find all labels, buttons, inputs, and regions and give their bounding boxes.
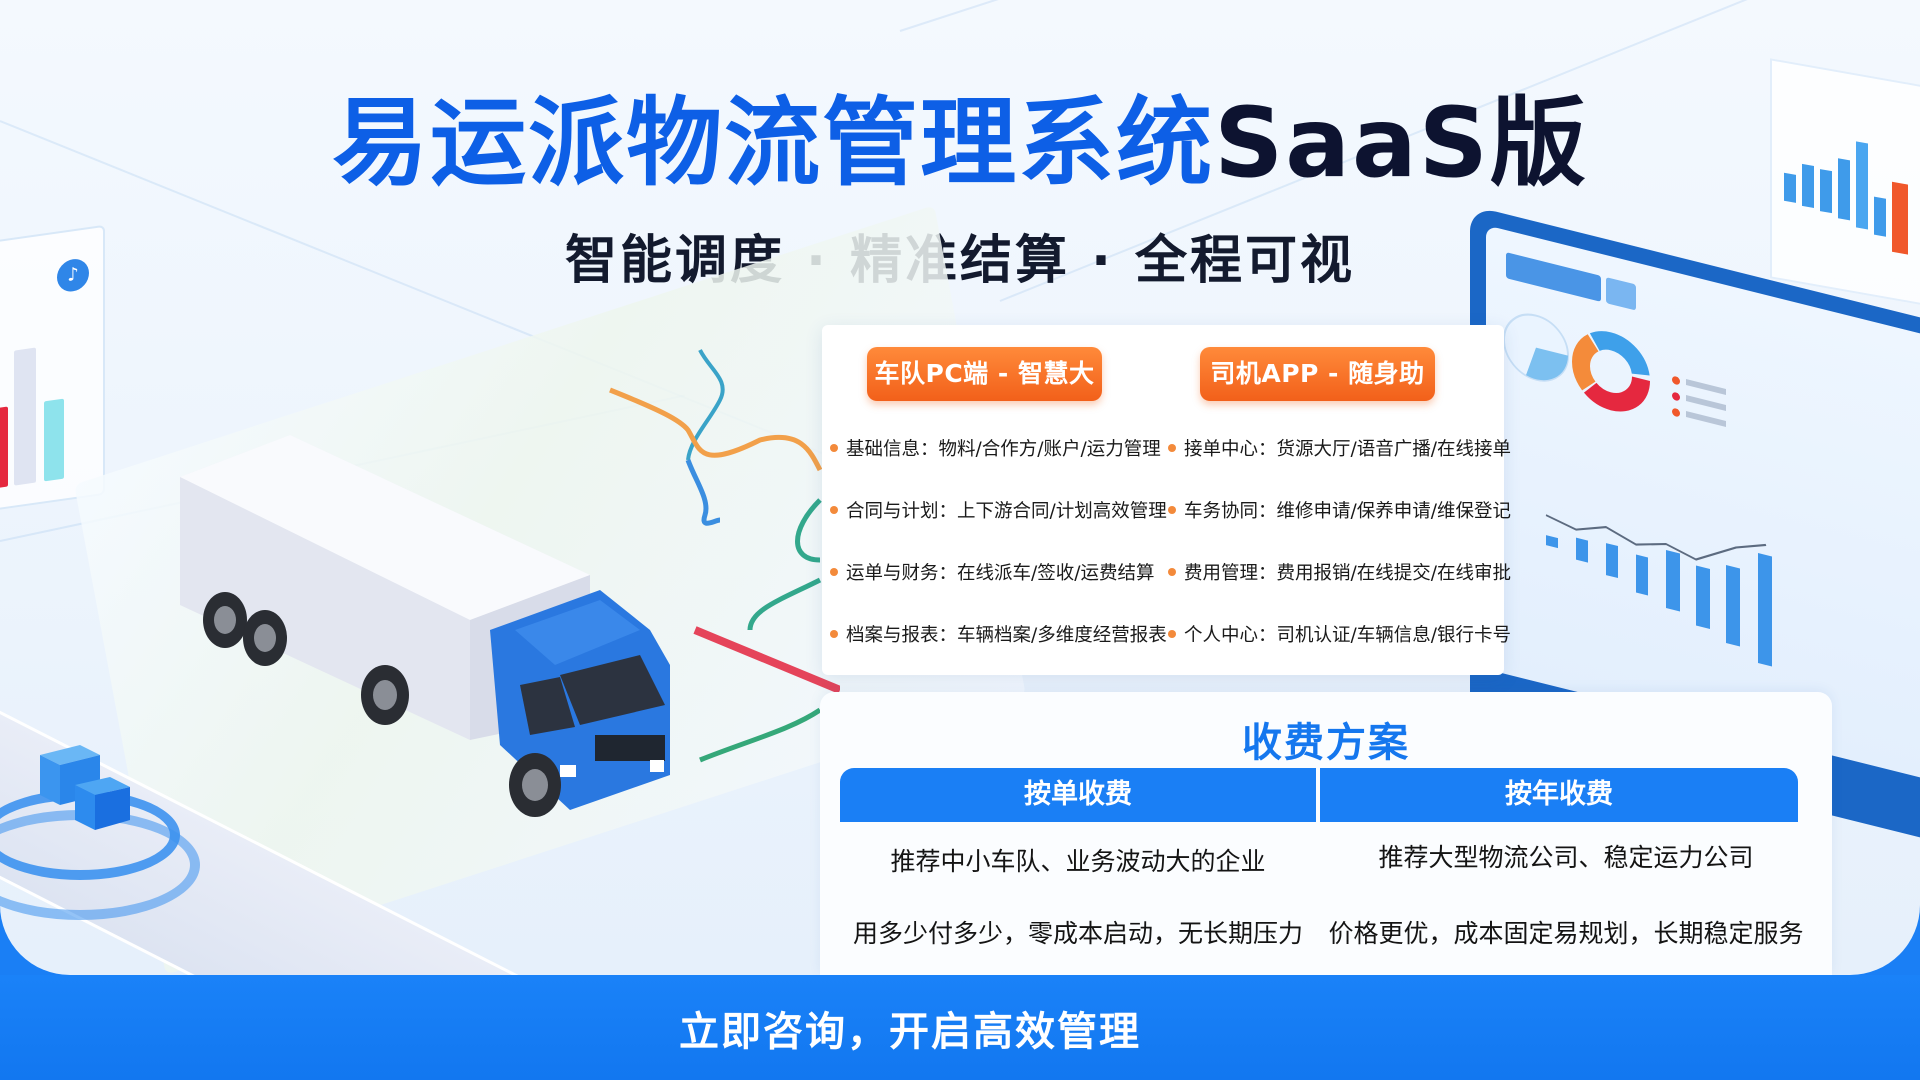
feature-item: 合同与计划：上下游合同/计划高效管理 bbox=[830, 479, 1170, 541]
feature-item: 基础信息：物料/合作方/账户/运力管理 bbox=[830, 417, 1170, 479]
plan-per-order-header: 按单收费 bbox=[840, 768, 1316, 822]
fleet-pc-feature-list: 基础信息：物料/合作方/账户/运力管理 合同与计划：上下游合同/计划高效管理 运… bbox=[830, 417, 1170, 665]
feature-item: 费用管理：费用报销/在线提交/在线审批 bbox=[1168, 541, 1511, 603]
page-title: 易运派物流管理系统SaaS版 bbox=[0, 95, 1920, 191]
cta-label: 立即咨询，开启高效管理 bbox=[679, 1009, 1141, 1055]
bullet-dot-icon bbox=[1168, 506, 1176, 514]
dashboard-screen bbox=[1486, 225, 1920, 781]
chart-badge-icon: ♪ bbox=[57, 257, 89, 294]
pricing-title: 收费方案 bbox=[1242, 720, 1410, 766]
chart-bar bbox=[44, 398, 64, 482]
fleet-pc-badge: 车队PC端 - 智慧大脑 bbox=[867, 347, 1102, 442]
dashboard-charts-icon bbox=[1503, 313, 1772, 667]
grid-line bbox=[899, 0, 1757, 32]
page-subtitle: 智能调度 · 精准结算 · 全程可视 bbox=[565, 231, 1355, 291]
title-edition: SaaS版 bbox=[1214, 87, 1588, 199]
feature-item: 个人中心：司机认证/车辆信息/银行卡号 bbox=[1168, 603, 1511, 665]
feature-item: 运单与财务：在线派车/签收/运费结算 bbox=[830, 541, 1170, 603]
bar-chart-board-illustration: ♪ bbox=[0, 224, 105, 516]
plan-annual-audience: 推荐大型物流公司、稳定运力公司 bbox=[1378, 843, 1754, 872]
bullet-dot-icon bbox=[830, 568, 838, 576]
consult-cta-button[interactable]: 立即咨询，开启高效管理 bbox=[0, 975, 1920, 1080]
title-product-name: 易运派物流管理系统 bbox=[332, 87, 1215, 199]
driver-app-feature-list: 接单中心：货源大厅/语音广播/在线接单 车务协同：维修申请/保养申请/维保登记 … bbox=[1168, 417, 1511, 665]
plan-annual-benefit: 价格更优，成本固定易规划，长期稳定服务 bbox=[1328, 919, 1804, 948]
plan-annual-header: 按年收费 bbox=[1320, 768, 1798, 822]
chart-bar bbox=[0, 406, 8, 491]
bullet-dot-icon bbox=[1168, 630, 1176, 638]
mini-bar-chart-illustration bbox=[1770, 58, 1920, 312]
feature-item: 档案与报表：车辆档案/多维度经营报表 bbox=[830, 603, 1170, 665]
bullet-dot-icon bbox=[830, 444, 838, 452]
truck-icon bbox=[180, 435, 670, 817]
mini-chart-icon bbox=[1784, 141, 1908, 255]
bullet-dot-icon bbox=[1168, 568, 1176, 576]
laptop-dashboard-illustration bbox=[1470, 205, 1920, 845]
plan-per-order-audience: 推荐中小车队、业务波动大的企业 bbox=[890, 847, 1266, 876]
bullet-dot-icon bbox=[1168, 444, 1176, 452]
features-panel: 车队PC端 - 智慧大脑 司机APP - 随身助手 基础信息：物料/合作方/账户… bbox=[822, 325, 1511, 675]
dashboard-tab bbox=[1606, 277, 1636, 311]
driver-app-badge: 司机APP - 随身助手 bbox=[1200, 347, 1435, 442]
cubes-icon bbox=[40, 745, 130, 830]
feature-item: 车务协同：维修申请/保养申请/维保登记 bbox=[1168, 479, 1511, 541]
pricing-card: 收费方案 按单收费 按年收费 推荐中小车队、业务波动大的企业 推荐大型物流公司、… bbox=[820, 692, 1832, 975]
hero-background: 易运派物流管理系统SaaS版 智能调度 · 精准结算 · 全程可视 ♪ bbox=[0, 0, 1920, 975]
plan-per-order-benefit: 用多少付多少，零成本启动，无长期压力 bbox=[852, 919, 1303, 948]
route-lines-icon bbox=[609, 349, 840, 763]
chart-bar bbox=[14, 347, 36, 486]
feature-item: 接单中心：货源大厅/语音广播/在线接单 bbox=[1168, 417, 1511, 479]
bullet-dot-icon bbox=[830, 506, 838, 514]
bullet-dot-icon bbox=[830, 630, 838, 638]
